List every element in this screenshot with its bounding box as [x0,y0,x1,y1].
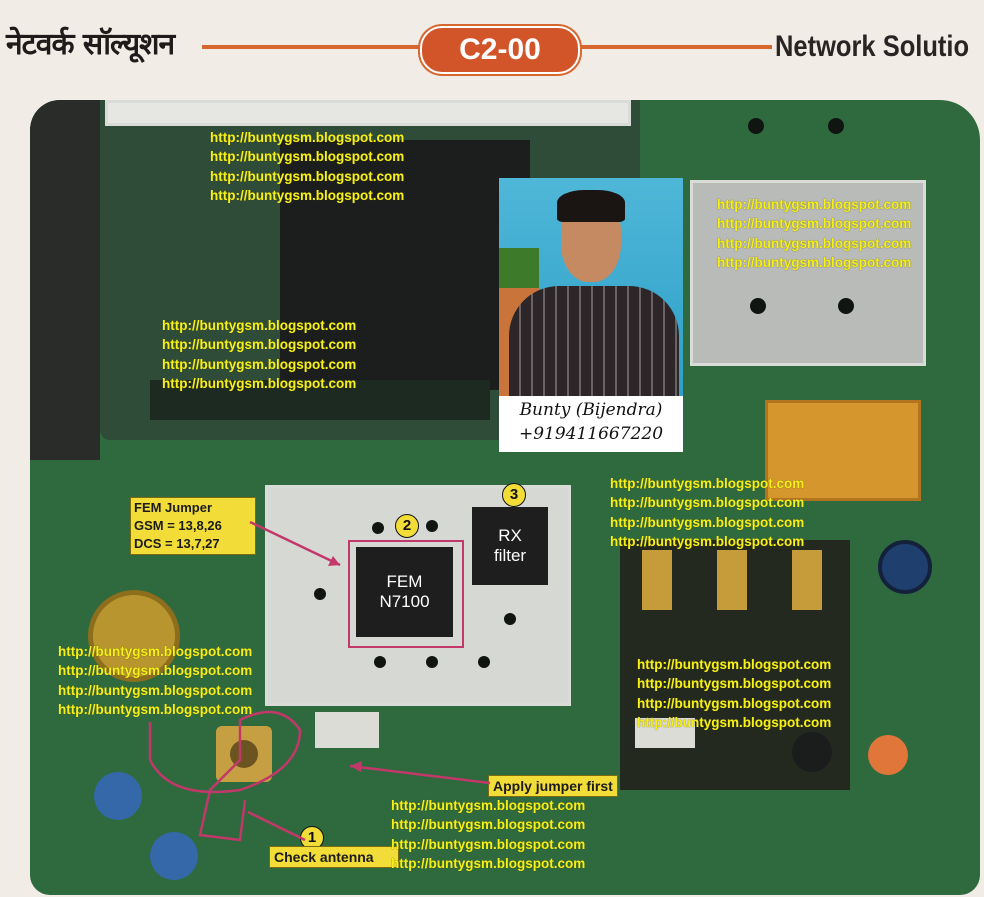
battery-pin [792,550,822,610]
apply-arrow-head [350,761,362,772]
watermark-line: http://buntygsm.blogspot.com [210,168,405,184]
top-shield-edge [105,100,631,126]
watermark-line: http://buntygsm.blogspot.com [162,318,357,333]
tantalum-capacitor [765,400,921,501]
author-phone: +919411667220 [518,424,664,444]
watermark-line: http://buntygsm.blogspot.com [210,187,405,203]
battery-pin [717,550,747,610]
via [372,522,384,534]
author-name: Bunty (Bijendra) [519,400,663,420]
author-photo-card: Bunty (Bijendra) +919411667220 [499,178,683,452]
watermark-line: http://buntygsm.blogspot.com [58,663,253,679]
watermark-line: http://buntygsm.blogspot.com [58,644,253,659]
header-english-title: Network Solutio [775,30,970,63]
round-pad [792,732,832,772]
small-connector [315,712,379,748]
rx-filter-label-1: RX [498,526,522,545]
antenna-connector-center [230,740,258,768]
screw-hole [838,298,854,314]
microphone [88,590,180,682]
watermark-line: http://buntygsm.blogspot.com [391,817,586,833]
watermark-line: http://buntygsm.blogspot.com [610,476,805,491]
round-pad [878,540,932,594]
watermark-line: http://buntygsm.blogspot.com [391,855,586,871]
watermark-line: http://buntygsm.blogspot.com [637,695,832,711]
via [374,656,386,668]
header-line-left [202,45,424,49]
fem-arrow-head [328,556,340,566]
watermark-block: http://buntygsm.blogspot.com http://bunt… [210,128,404,205]
watermark-line: http://buntygsm.blogspot.com [637,657,832,672]
header-line-right [572,45,772,49]
blue-component [94,772,142,820]
watermark-line: http://buntygsm.blogspot.com [717,254,912,270]
rx-filter-chip: RX filter [472,507,548,585]
sim-shield [690,180,926,366]
watermark-line: http://buntygsm.blogspot.com [610,495,805,511]
rx-filter-label-2: filter [493,546,527,565]
watermark-line: http://buntygsm.blogspot.com [637,676,832,692]
jumper-wire [148,710,302,842]
watermark-block: http://buntygsm.blogspot.com http://bunt… [58,642,252,719]
watermark-block: http://buntygsm.blogspot.com http://bunt… [717,195,911,272]
via [314,588,326,600]
apply-jumper-label: Apply jumper first [488,775,618,797]
step-3-badge: 3 [502,483,526,507]
blue-component [150,832,198,880]
watermark-line: http://buntygsm.blogspot.com [717,216,912,232]
watermark-line: http://buntygsm.blogspot.com [162,337,357,353]
apply-arrow [349,764,491,785]
fem-chip-highlight [348,540,464,648]
left-frame [30,100,100,460]
screw-hole [748,118,764,134]
watermark-line: http://buntygsm.blogspot.com [58,682,253,698]
fem-jumper-gsm: GSM = 13,8,26 [134,518,222,533]
watermark-line: http://buntygsm.blogspot.com [610,514,805,530]
fem-jumper-title: FEM Jumper [134,500,213,515]
photo-hair [557,190,625,222]
small-connector [635,718,695,748]
fem-chip: FEM N7100 [356,547,453,637]
watermark-line: http://buntygsm.blogspot.com [210,149,405,165]
watermark-line: http://buntygsm.blogspot.com [210,130,405,145]
watermark-block: http://buntygsm.blogspot.com http://bunt… [391,796,585,873]
check-antenna-label: Check antenna [269,846,399,868]
screw-hole [828,118,844,134]
via [478,656,490,668]
author-photo [499,178,683,396]
fem-arrow [249,520,341,567]
watermark-block: http://buntygsm.blogspot.com http://bunt… [610,474,804,551]
watermark-line: http://buntygsm.blogspot.com [610,533,805,549]
watermark-line: http://buntygsm.blogspot.com [391,798,586,813]
header-hindi-title: नेटवर्क सॉल्यूशन [6,27,175,62]
photo-caption: Bunty (Bijendra) +919411667220 [499,398,683,446]
model-badge: C2-00 [420,26,580,74]
watermark-line: http://buntygsm.blogspot.com [162,375,357,391]
step-2-badge: 2 [395,514,419,538]
watermark-block: http://buntygsm.blogspot.com http://bunt… [162,316,356,393]
watermark-line: http://buntygsm.blogspot.com [391,836,586,852]
via [426,656,438,668]
check-antenna-arrow [247,810,306,842]
main-processor [280,140,530,390]
watermark-line: http://buntygsm.blogspot.com [637,714,832,730]
connector-strip [150,380,490,420]
watermark-line: http://buntygsm.blogspot.com [162,356,357,372]
watermark-block: http://buntygsm.blogspot.com http://bunt… [637,655,831,732]
orange-pad [868,735,908,775]
watermark-line: http://buntygsm.blogspot.com [717,235,912,251]
watermark-line: http://buntygsm.blogspot.com [58,701,253,717]
watermark-line: http://buntygsm.blogspot.com [717,197,912,212]
fem-chip-label-1: FEM [386,572,423,591]
screw-hole [750,298,766,314]
fem-chip-label-2: N7100 [379,592,430,611]
battery-pin [642,550,672,610]
via [504,613,516,625]
photo-shirt [509,286,679,396]
via [426,520,438,532]
fem-jumper-dcs: DCS = 13,7,27 [134,536,220,551]
